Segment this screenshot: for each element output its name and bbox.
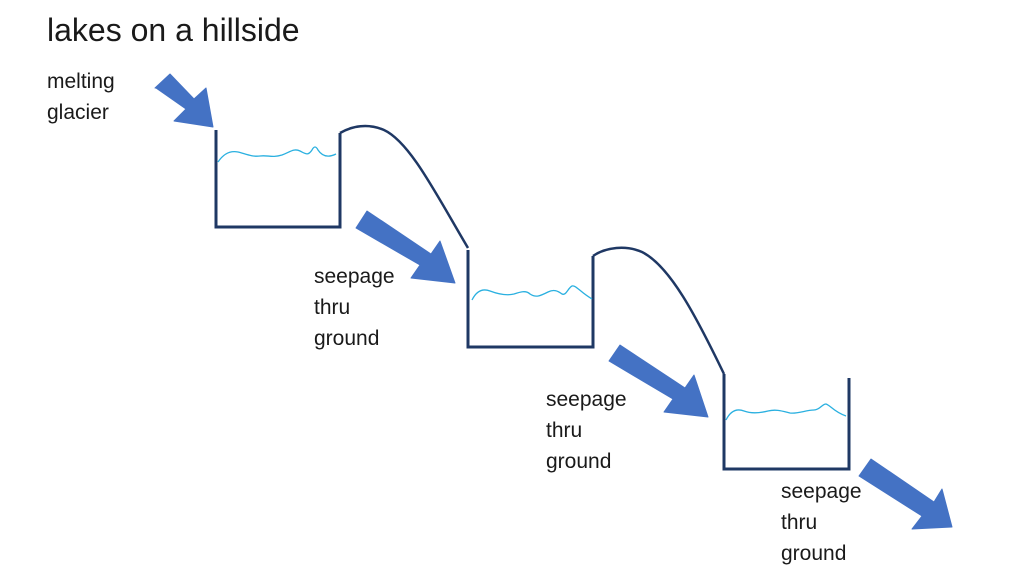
seepage-label-1: seepage thru ground <box>314 261 395 354</box>
label-line: melting <box>47 70 115 93</box>
melting-glacier-arrow <box>154 73 214 128</box>
page-title: lakes on a hillside <box>47 12 300 48</box>
hill-slope <box>592 246 726 375</box>
lake-basin <box>466 250 595 349</box>
arrow-icon <box>154 73 214 128</box>
lake-basin <box>214 130 342 229</box>
seepage-label-2: seepage thru ground <box>546 384 627 477</box>
seepage-arrow-2 <box>608 344 709 418</box>
label-line: glacier <box>47 101 109 124</box>
lake-1 <box>214 130 342 229</box>
label-line: ground <box>546 450 612 473</box>
label-line: ground <box>781 542 847 565</box>
lake-2 <box>466 250 595 349</box>
arrow-icon <box>858 458 953 530</box>
melting-glacier-label: melting glacier <box>47 66 115 128</box>
arrow-icon <box>608 344 709 418</box>
water-surface <box>725 403 847 421</box>
lake-basin <box>722 374 851 471</box>
hill-slope <box>339 124 470 249</box>
label-line: ground <box>314 327 380 350</box>
seepage-arrow-1 <box>355 210 456 284</box>
label-line: thru <box>546 419 583 442</box>
water-surface <box>471 285 593 301</box>
seepage-label-3: seepage thru ground <box>781 476 862 569</box>
seepage-arrow-3 <box>858 458 953 530</box>
label-line: seepage <box>314 265 395 288</box>
arrow-icon <box>355 210 456 284</box>
label-line: seepage <box>781 480 862 503</box>
label-line: thru <box>781 511 818 534</box>
water-surface <box>217 146 337 163</box>
label-line: seepage <box>546 388 627 411</box>
label-line: thru <box>314 296 351 319</box>
lake-3 <box>722 374 851 471</box>
